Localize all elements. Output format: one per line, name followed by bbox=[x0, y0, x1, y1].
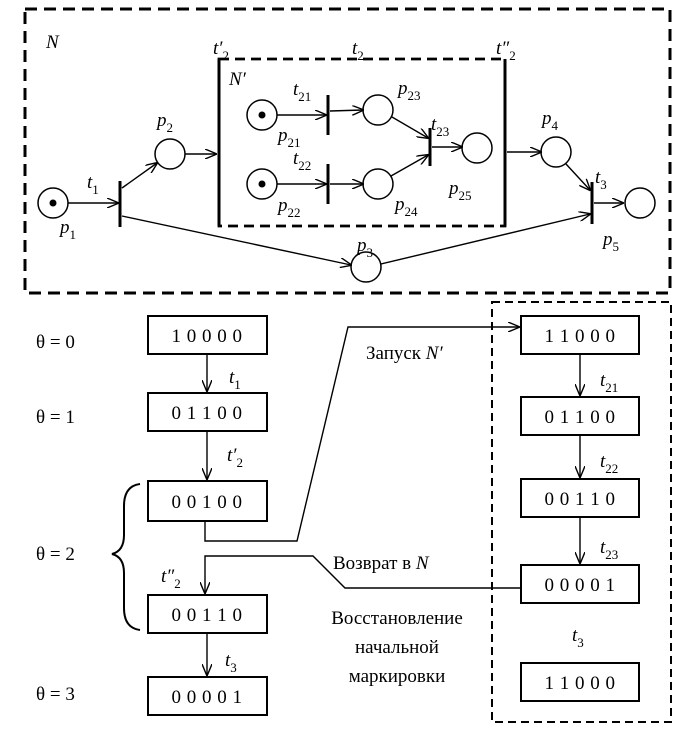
main-marking-box bbox=[147, 315, 268, 355]
sub-marking-box bbox=[520, 478, 640, 518]
t2-start-label: t′2 bbox=[213, 38, 229, 63]
sub-marking-box bbox=[520, 396, 640, 436]
main-marking-text: 0 0 1 1 0 bbox=[172, 605, 243, 626]
main-marking-box bbox=[147, 676, 268, 716]
arc-t1-p3 bbox=[121, 215, 351, 265]
petri-net-diagram: N N′ t′2 t2 t″2 p1 p2 p3 p4 p5 p21 bbox=[23, 7, 672, 295]
t2-end-step-label: t″2 bbox=[161, 566, 181, 591]
sub-marking-text: 0 0 0 0 1 bbox=[545, 575, 616, 596]
p23-label: p23 bbox=[396, 78, 421, 103]
theta-1-label: θ = 1 bbox=[36, 407, 75, 428]
main-marking-text: 0 1 1 0 0 bbox=[172, 403, 243, 424]
t23-label: t23 bbox=[431, 114, 449, 139]
main-marking-text: 0 0 0 0 1 bbox=[172, 687, 243, 708]
arc-t1-p2 bbox=[121, 163, 157, 189]
place-p22 bbox=[246, 168, 278, 200]
theta-0-label: θ = 0 bbox=[36, 332, 75, 353]
sub-marking-text: 0 1 1 0 0 bbox=[545, 407, 616, 428]
main-marking-box bbox=[147, 480, 268, 522]
place-p24 bbox=[362, 168, 394, 200]
main-step-label: t′2 bbox=[227, 445, 243, 470]
place-p25 bbox=[461, 132, 493, 164]
restore-label-line-1: Восстановление bbox=[331, 608, 463, 629]
launch-label: Запуск N′ bbox=[366, 343, 443, 364]
place-p2 bbox=[154, 138, 186, 170]
sub-marking-text: 0 0 1 1 0 bbox=[545, 489, 616, 510]
outer-net-boundary bbox=[23, 7, 672, 295]
arc-p3-t3 bbox=[380, 214, 590, 265]
token bbox=[258, 180, 266, 188]
p22-label: p22 bbox=[276, 195, 301, 220]
restore-label-line-2: начальной bbox=[355, 637, 439, 658]
p5-label: p5 bbox=[601, 229, 619, 254]
sub-marking-text: 1 1 0 0 0 bbox=[545, 673, 616, 694]
t2-end-label: t″2 bbox=[496, 38, 516, 63]
place-p4 bbox=[540, 136, 572, 168]
p25-label: p25 bbox=[447, 178, 472, 203]
restore-label-line-3: маркировки bbox=[349, 666, 446, 687]
p3-label: p3 bbox=[355, 235, 373, 260]
return-connector bbox=[205, 555, 521, 593]
t2-label: t2 bbox=[352, 38, 364, 63]
token bbox=[49, 199, 57, 207]
sub-step-label: t21 bbox=[600, 370, 618, 395]
sub-step-label: t22 bbox=[600, 451, 618, 476]
theta-2-label: θ = 2 bbox=[36, 544, 75, 565]
theta-3-label: θ = 3 bbox=[36, 684, 75, 705]
place-p23 bbox=[362, 94, 394, 126]
main-step-label: t1 bbox=[229, 367, 241, 392]
sub-marking-box bbox=[520, 662, 640, 702]
t21-label: t21 bbox=[293, 79, 311, 104]
execution-diagram: θ = 0 θ = 1 θ = 2 θ = 3 1 0 0 0 0 0 1 1 … bbox=[36, 301, 672, 723]
outer-net-label: N bbox=[45, 32, 60, 53]
sub-marking-text: 1 1 0 0 0 bbox=[545, 326, 616, 347]
sub-final-label: t3 bbox=[572, 625, 584, 650]
main-step-label: t3 bbox=[225, 650, 237, 675]
arc-t21-p23 bbox=[329, 110, 363, 111]
arc-p4-t3 bbox=[565, 163, 590, 190]
place-p21 bbox=[246, 99, 278, 131]
sub-marking-box bbox=[520, 564, 640, 604]
t3-label: t3 bbox=[595, 167, 607, 192]
main-marking-box bbox=[147, 594, 268, 634]
inner-net-label: N′ bbox=[228, 69, 247, 90]
sub-step-label: t23 bbox=[600, 537, 618, 562]
main-marking-text: 0 0 1 0 0 bbox=[172, 492, 243, 513]
token bbox=[258, 111, 266, 119]
subnet-execution-frame bbox=[491, 301, 672, 723]
launch-connector bbox=[204, 327, 519, 542]
return-label: Возврат в N bbox=[333, 553, 430, 574]
p4-label: p4 bbox=[540, 108, 559, 133]
p1-label: p1 bbox=[58, 217, 76, 242]
arc-p23-t23 bbox=[391, 116, 428, 138]
p24-label: p24 bbox=[393, 194, 418, 219]
main-marking-text: 1 0 0 0 0 bbox=[172, 326, 243, 347]
place-p5 bbox=[624, 187, 656, 219]
p2-label: p2 bbox=[155, 110, 173, 135]
t1-label: t1 bbox=[87, 172, 99, 197]
sub-marking-box bbox=[520, 315, 640, 355]
place-p1 bbox=[37, 187, 69, 219]
main-marking-box bbox=[147, 392, 268, 432]
t22-label: t22 bbox=[293, 148, 311, 173]
theta-2-brace bbox=[111, 483, 141, 631]
arc-p24-t23 bbox=[390, 155, 428, 177]
p21-label: p21 bbox=[276, 125, 301, 150]
